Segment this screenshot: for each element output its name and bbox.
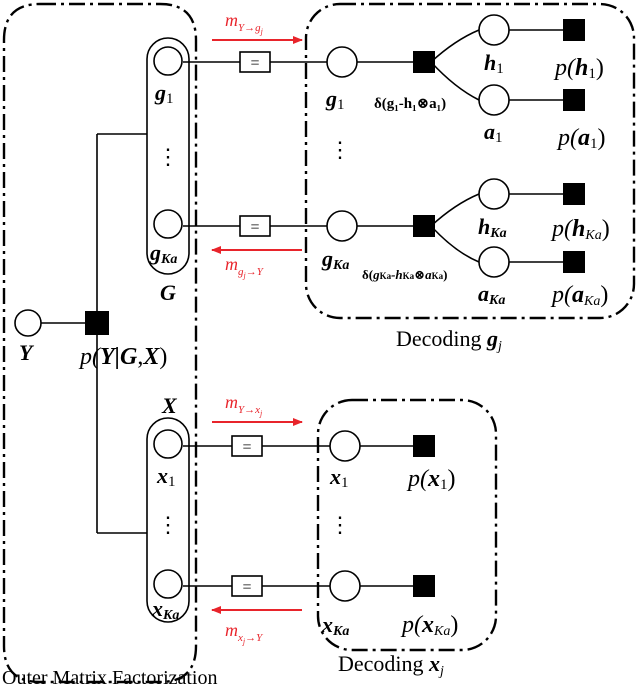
x1-decode-node	[329, 430, 361, 462]
decoding-g-region	[304, 2, 636, 320]
factor-label-prior-aka: p(aKa)	[550, 282, 608, 309]
gka-decode-node	[326, 210, 358, 242]
label-a1: a1	[484, 119, 503, 146]
g1-variable-node	[153, 46, 183, 76]
message-label-y-to-g: mY→gj	[225, 10, 264, 36]
y-variable-node	[14, 309, 42, 337]
x-ellipsis: ⋮	[157, 512, 179, 537]
x1-variable-node	[153, 429, 183, 459]
equality-factor-g1: =	[239, 51, 271, 73]
g-vector-capsule	[146, 37, 190, 275]
g-ellipsis: ⋮	[157, 144, 179, 169]
svg-text:=: =	[242, 579, 251, 596]
a1-variable-node	[478, 84, 510, 116]
factor-label-delta1: δ(g₁-h₁⊗a₁)	[374, 96, 446, 112]
label-x1: x1	[156, 463, 176, 490]
factor-label-prior-hka: p(hKa)	[550, 216, 610, 243]
label-Y: Y	[19, 340, 35, 365]
label-G: G	[160, 280, 176, 305]
message-label-g-to-y: mgj→Y	[225, 254, 265, 280]
factor-label-prior-x1: p(x1)	[406, 466, 456, 493]
message-label-y-to-x: mY→xj	[225, 392, 263, 418]
label-hka: hKa	[478, 214, 507, 241]
svg-text:=: =	[242, 439, 251, 456]
factor-label-likelihood: p(Y|G,X)	[78, 344, 167, 370]
label-xka: xKa	[151, 596, 179, 623]
region-label-outer: Outer Matrix Factorization	[2, 667, 218, 689]
prior-xka-factor	[413, 575, 435, 597]
x-vector-capsule	[146, 417, 190, 623]
label-g1-decode: g1	[325, 86, 345, 113]
label-gka: gKa	[149, 240, 177, 267]
xka-variable-node	[153, 569, 183, 599]
prior-h1-factor	[563, 19, 585, 41]
factor-label-prior-xka: p(xKa)	[400, 612, 458, 639]
prior-x1-factor	[413, 435, 435, 457]
hka-variable-node	[478, 178, 510, 210]
factor-label-prior-h1: p(h1)	[553, 55, 604, 82]
prior-hka-factor	[563, 183, 585, 205]
equality-factor-gka: =	[239, 215, 271, 237]
h1-variable-node	[478, 14, 510, 46]
label-X: X	[161, 393, 178, 418]
label-aka: aKa	[478, 281, 505, 308]
delta-factor-ka	[413, 215, 435, 237]
aka-variable-node	[478, 246, 510, 278]
gdec-ellipsis: ⋮	[329, 137, 351, 162]
gka-variable-node	[153, 209, 183, 239]
label-xka-decode: xKa	[321, 612, 349, 639]
region-label-decoding-x: Decoding xj	[338, 651, 444, 679]
likelihood-factor	[85, 311, 109, 335]
prior-aka-factor	[563, 251, 585, 273]
label-h1: h1	[484, 50, 504, 77]
svg-text:=: =	[250, 55, 259, 72]
xka-decode-node	[329, 570, 361, 602]
xdec-ellipsis: ⋮	[329, 512, 351, 537]
edges	[40, 29, 563, 587]
label-x1-decode: x1	[329, 464, 349, 491]
equality-factor-x1: =	[231, 435, 263, 457]
equality-factor-xka: =	[231, 575, 263, 597]
message-label-x-to-y: mxj→Y	[225, 620, 264, 646]
factor-label-deltaka: δ(gKa-hKa⊗aKa)	[362, 267, 447, 282]
region-label-decoding-g: Decoding gj	[396, 326, 502, 354]
factor-label-prior-a1: p(a1)	[556, 125, 606, 152]
label-g1: g1	[154, 80, 174, 107]
delta-factor-1	[413, 51, 435, 73]
outer-factorization-region	[2, 2, 198, 684]
decoding-x-region	[316, 398, 498, 652]
g1-decode-node	[326, 46, 358, 78]
svg-text:=: =	[250, 219, 259, 236]
label-gka-decode: gKa	[321, 246, 349, 273]
prior-a1-factor	[563, 89, 585, 111]
